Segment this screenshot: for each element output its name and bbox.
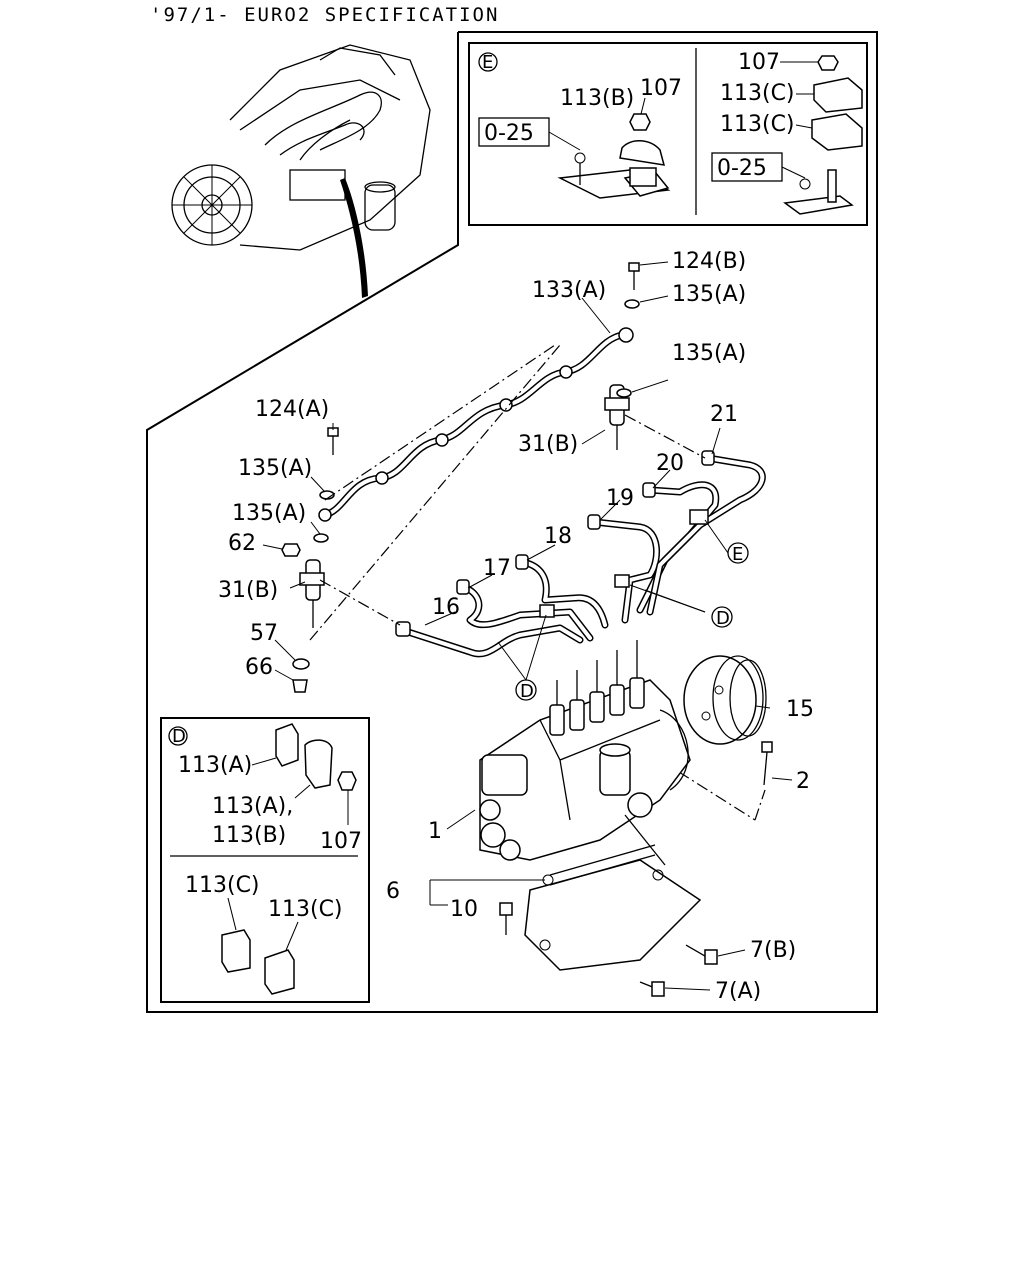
callout-21: 21 xyxy=(710,402,738,427)
injection-pump xyxy=(479,640,773,997)
callout-135a-4: 135(A) xyxy=(232,501,306,526)
callout-113b: 113(B) xyxy=(560,86,634,111)
torque-label: 0-25 xyxy=(484,121,534,146)
callout-17: 17 xyxy=(483,556,511,581)
inset-d-113b: 113(B) xyxy=(212,823,286,848)
callout-135a-3: 135(A) xyxy=(238,456,312,481)
callout-57: 57 xyxy=(250,621,278,646)
callout-124b: 124(B) xyxy=(672,249,746,274)
callout-7b: 7(B) xyxy=(750,938,796,963)
timer-coupling xyxy=(683,655,767,745)
callout-6: 6 xyxy=(386,879,400,904)
nozzle-holders xyxy=(281,262,640,693)
callout-31b-2: 31(B) xyxy=(218,578,278,603)
callout-1: 1 xyxy=(428,819,442,844)
callout-18: 18 xyxy=(544,524,572,549)
callout-135a-1: 135(A) xyxy=(672,282,746,307)
callout-66: 66 xyxy=(245,655,273,680)
callout-62: 62 xyxy=(228,531,256,556)
callout-31b-1: 31(B) xyxy=(518,432,578,457)
callout-124a: 124(A) xyxy=(255,397,329,422)
page-title: '97/1- EURO2 SPECIFICATION xyxy=(150,4,500,26)
inset-d: D 113(A) 113(A), 113(B) 107 113(C) 113(C… xyxy=(160,717,370,1003)
inset-d-113a: 113(A) xyxy=(178,753,252,778)
injection-pipes xyxy=(318,327,766,658)
callout-16: 16 xyxy=(432,595,460,620)
callout-20: 20 xyxy=(656,451,684,476)
inset-e-marker: E xyxy=(482,52,493,73)
callout-19: 19 xyxy=(606,486,634,511)
marker-d-1: D xyxy=(716,608,730,629)
inset-d-113c-2: 113(C) xyxy=(268,897,343,922)
callout-113c-1: 113(C) xyxy=(720,81,795,106)
callout-133a: 133(A) xyxy=(532,278,606,303)
leader-lines xyxy=(262,261,793,991)
torque-label-2: 0-25 xyxy=(717,156,767,181)
callout-113c-2: 113(C) xyxy=(720,112,795,137)
callout-15: 15 xyxy=(786,697,814,722)
reference-lines xyxy=(309,344,766,821)
callout-7a: 7(A) xyxy=(715,979,761,1004)
callout-107-e: 107 xyxy=(738,50,780,75)
callout-10: 10 xyxy=(450,897,478,922)
marker-d-2: D xyxy=(520,681,534,702)
marker-e: E xyxy=(732,544,743,565)
inset-e: E 0-25 113(B) 107 107 113(C) 113(C) 0-25 xyxy=(468,42,868,226)
inset-d-113a-b: 113(A), xyxy=(212,794,293,819)
inset-d-marker: D xyxy=(172,726,186,747)
callout-135a-2: 135(A) xyxy=(672,341,746,366)
callout-labels: 124(B) 133(A) 135(A) 135(A) 124(A) 31(B)… xyxy=(218,249,814,1004)
callout-107: 107 xyxy=(640,76,682,101)
main-frame xyxy=(146,31,878,1013)
inset-d-113c-1: 113(C) xyxy=(185,873,260,898)
engine-overview-illustration xyxy=(171,44,431,298)
callout-2: 2 xyxy=(796,769,810,794)
inset-d-107: 107 xyxy=(320,829,362,854)
